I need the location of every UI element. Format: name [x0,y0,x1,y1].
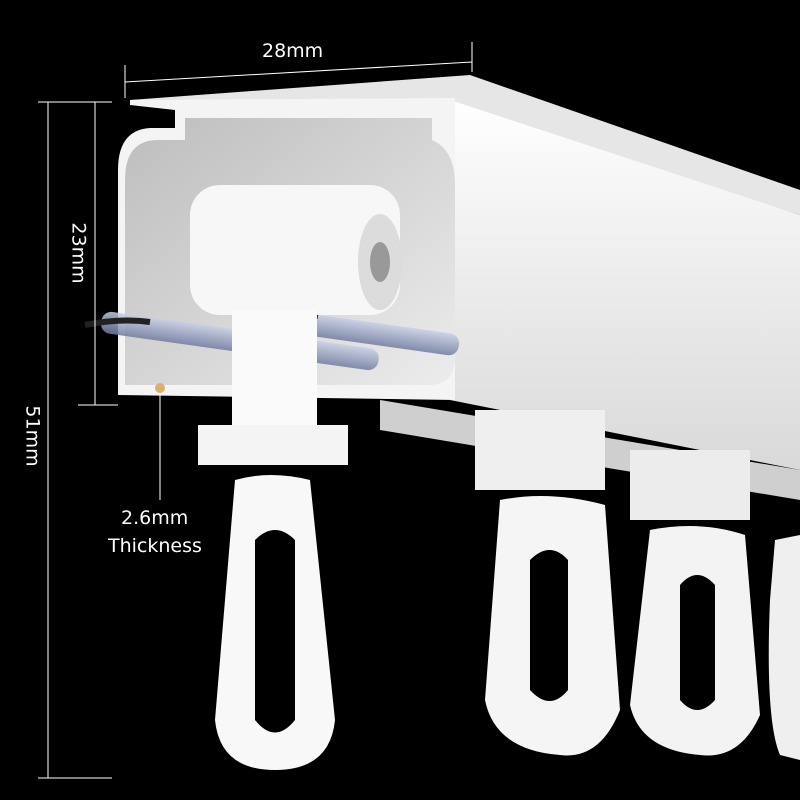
width-dimension-label: 28mm [262,40,324,62]
total-height-dimension-label: 51mm [21,405,44,467]
thickness-label: Thickness [108,535,202,557]
thickness-value-label: 2.6mm [121,507,189,529]
glider-2 [475,410,620,756]
thickness-marker [155,383,165,393]
glider-3 [630,450,760,756]
dimension-lines [38,42,473,779]
glider-front [190,185,402,770]
inner-height-dimension-label: 23mm [67,222,90,284]
glider-4 [768,535,800,760]
